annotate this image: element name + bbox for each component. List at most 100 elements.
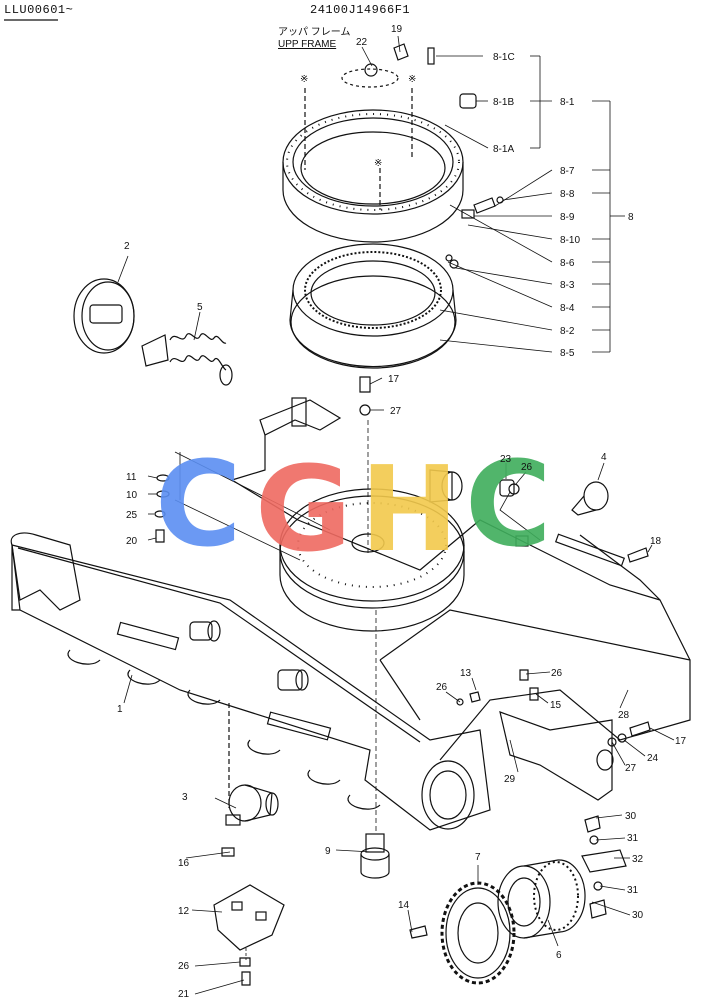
label-26-e: 26 <box>178 961 190 972</box>
label-32: 32 <box>632 854 644 865</box>
watermark-letter-3: H <box>360 440 459 578</box>
bolt-21 <box>241 971 251 986</box>
fitting-30-b <box>589 899 607 919</box>
block-32 <box>581 849 627 873</box>
track-guide <box>213 884 285 951</box>
label-8-8: 8-8 <box>560 189 575 200</box>
bolt-17-a <box>359 376 371 393</box>
recoil-spring <box>141 333 233 386</box>
label-15: 15 <box>550 700 562 711</box>
label-4: 4 <box>601 452 607 463</box>
label-30-b: 30 <box>632 910 644 921</box>
label-7: 7 <box>475 852 481 863</box>
label-8-10: 8-10 <box>560 235 580 246</box>
label-31-a: 31 <box>627 833 639 844</box>
swing-bearing-outer-ring <box>282 109 464 243</box>
label-8-2: 8-2 <box>560 326 575 337</box>
label-26-a: 26 <box>521 462 533 473</box>
washer-27-b <box>607 737 617 747</box>
bolt-19 <box>393 43 409 61</box>
label-8-1: 8-1 <box>560 97 575 108</box>
label-8-9: 8-9 <box>560 212 575 223</box>
bolt-17-b <box>629 721 651 737</box>
label-6: 6 <box>556 950 562 961</box>
washer-24 <box>617 733 627 743</box>
track-rollers <box>67 649 381 810</box>
track-guard <box>499 711 614 801</box>
washer-26-b <box>519 669 529 681</box>
washer-27-a <box>359 404 371 416</box>
swing-bearing-inner-gear <box>289 243 457 369</box>
fitting-30-a <box>584 815 601 833</box>
label-8-5: 8-5 <box>560 348 575 359</box>
label-8-1c: 8-1C <box>493 52 515 63</box>
travel-reducer <box>497 859 586 939</box>
watermark-letter-4: C <box>465 435 552 573</box>
ref-mark-3: ※ <box>374 158 382 169</box>
bolt-13 <box>469 691 481 703</box>
label-8-3: 8-3 <box>560 280 575 291</box>
watermark-letter-1: C <box>155 435 242 573</box>
bolt-18 <box>627 547 649 563</box>
watermark: C G H C <box>155 435 552 578</box>
label-8-6: 8-6 <box>560 258 575 269</box>
label-8-4: 8-4 <box>560 303 575 314</box>
label-8: 8 <box>628 212 634 223</box>
label-2: 2 <box>124 241 130 252</box>
idler-adjuster <box>571 481 609 516</box>
label-23: 23 <box>500 454 512 465</box>
part-8-9 <box>461 209 475 219</box>
label-12: 12 <box>178 906 190 917</box>
bolt-15 <box>529 687 539 701</box>
label-1: 1 <box>117 704 123 715</box>
label-8-7: 8-7 <box>560 166 575 177</box>
label-8-1b: 8-1B <box>493 97 514 108</box>
upper-frame-note-jp: アッパ フレーム <box>278 26 350 38</box>
washer-26-e <box>239 957 251 967</box>
grease-cylinder <box>429 469 463 503</box>
track-frame <box>10 397 691 831</box>
watermark-letter-2: G <box>255 440 352 578</box>
label-10: 10 <box>126 490 138 501</box>
part-8-3 <box>449 259 459 269</box>
label-16: 16 <box>178 858 190 869</box>
label-9: 9 <box>325 846 331 857</box>
label-3: 3 <box>182 792 188 803</box>
label-19: 19 <box>391 24 403 35</box>
label-27-a: 27 <box>390 406 402 417</box>
ref-mark-1: ※ <box>300 74 308 85</box>
label-31-b: 31 <box>627 885 639 896</box>
ref-mark-2: ※ <box>408 74 416 85</box>
label-27-b: 27 <box>625 763 637 774</box>
carrier-roller <box>225 784 279 826</box>
part-8-7 <box>473 197 496 214</box>
label-24: 24 <box>647 753 659 764</box>
label-8-1a: 8-1A <box>493 144 514 155</box>
label-20: 20 <box>126 536 138 547</box>
drive-sprocket <box>440 881 516 985</box>
model-range-label: LLU00601~ <box>4 3 74 17</box>
label-11: 11 <box>126 472 137 483</box>
nut-22 <box>364 63 378 77</box>
label-17-a: 17 <box>388 374 400 385</box>
upper-frame-note-en: UPP FRAME <box>278 39 336 50</box>
label-26-b: 26 <box>551 668 563 679</box>
drawing-number: 24100J14966F1 <box>310 3 411 17</box>
part-8-8 <box>496 196 504 204</box>
label-28: 28 <box>618 710 630 721</box>
label-30-a: 30 <box>625 811 637 822</box>
label-13: 13 <box>460 668 472 679</box>
washer-26-c <box>456 698 464 706</box>
part-23 <box>499 479 515 497</box>
part-bracket <box>515 535 529 547</box>
carrier-roller-mount <box>277 669 309 691</box>
label-21: 21 <box>178 989 190 1000</box>
label-22: 22 <box>356 37 368 48</box>
label-25: 25 <box>126 510 138 521</box>
label-29: 29 <box>504 774 516 785</box>
upper-frame-outline <box>341 68 399 88</box>
grease-fitting <box>189 620 221 642</box>
washer-26-a <box>508 483 520 495</box>
label-26-c: 26 <box>436 682 448 693</box>
part-8-1b <box>459 93 477 109</box>
